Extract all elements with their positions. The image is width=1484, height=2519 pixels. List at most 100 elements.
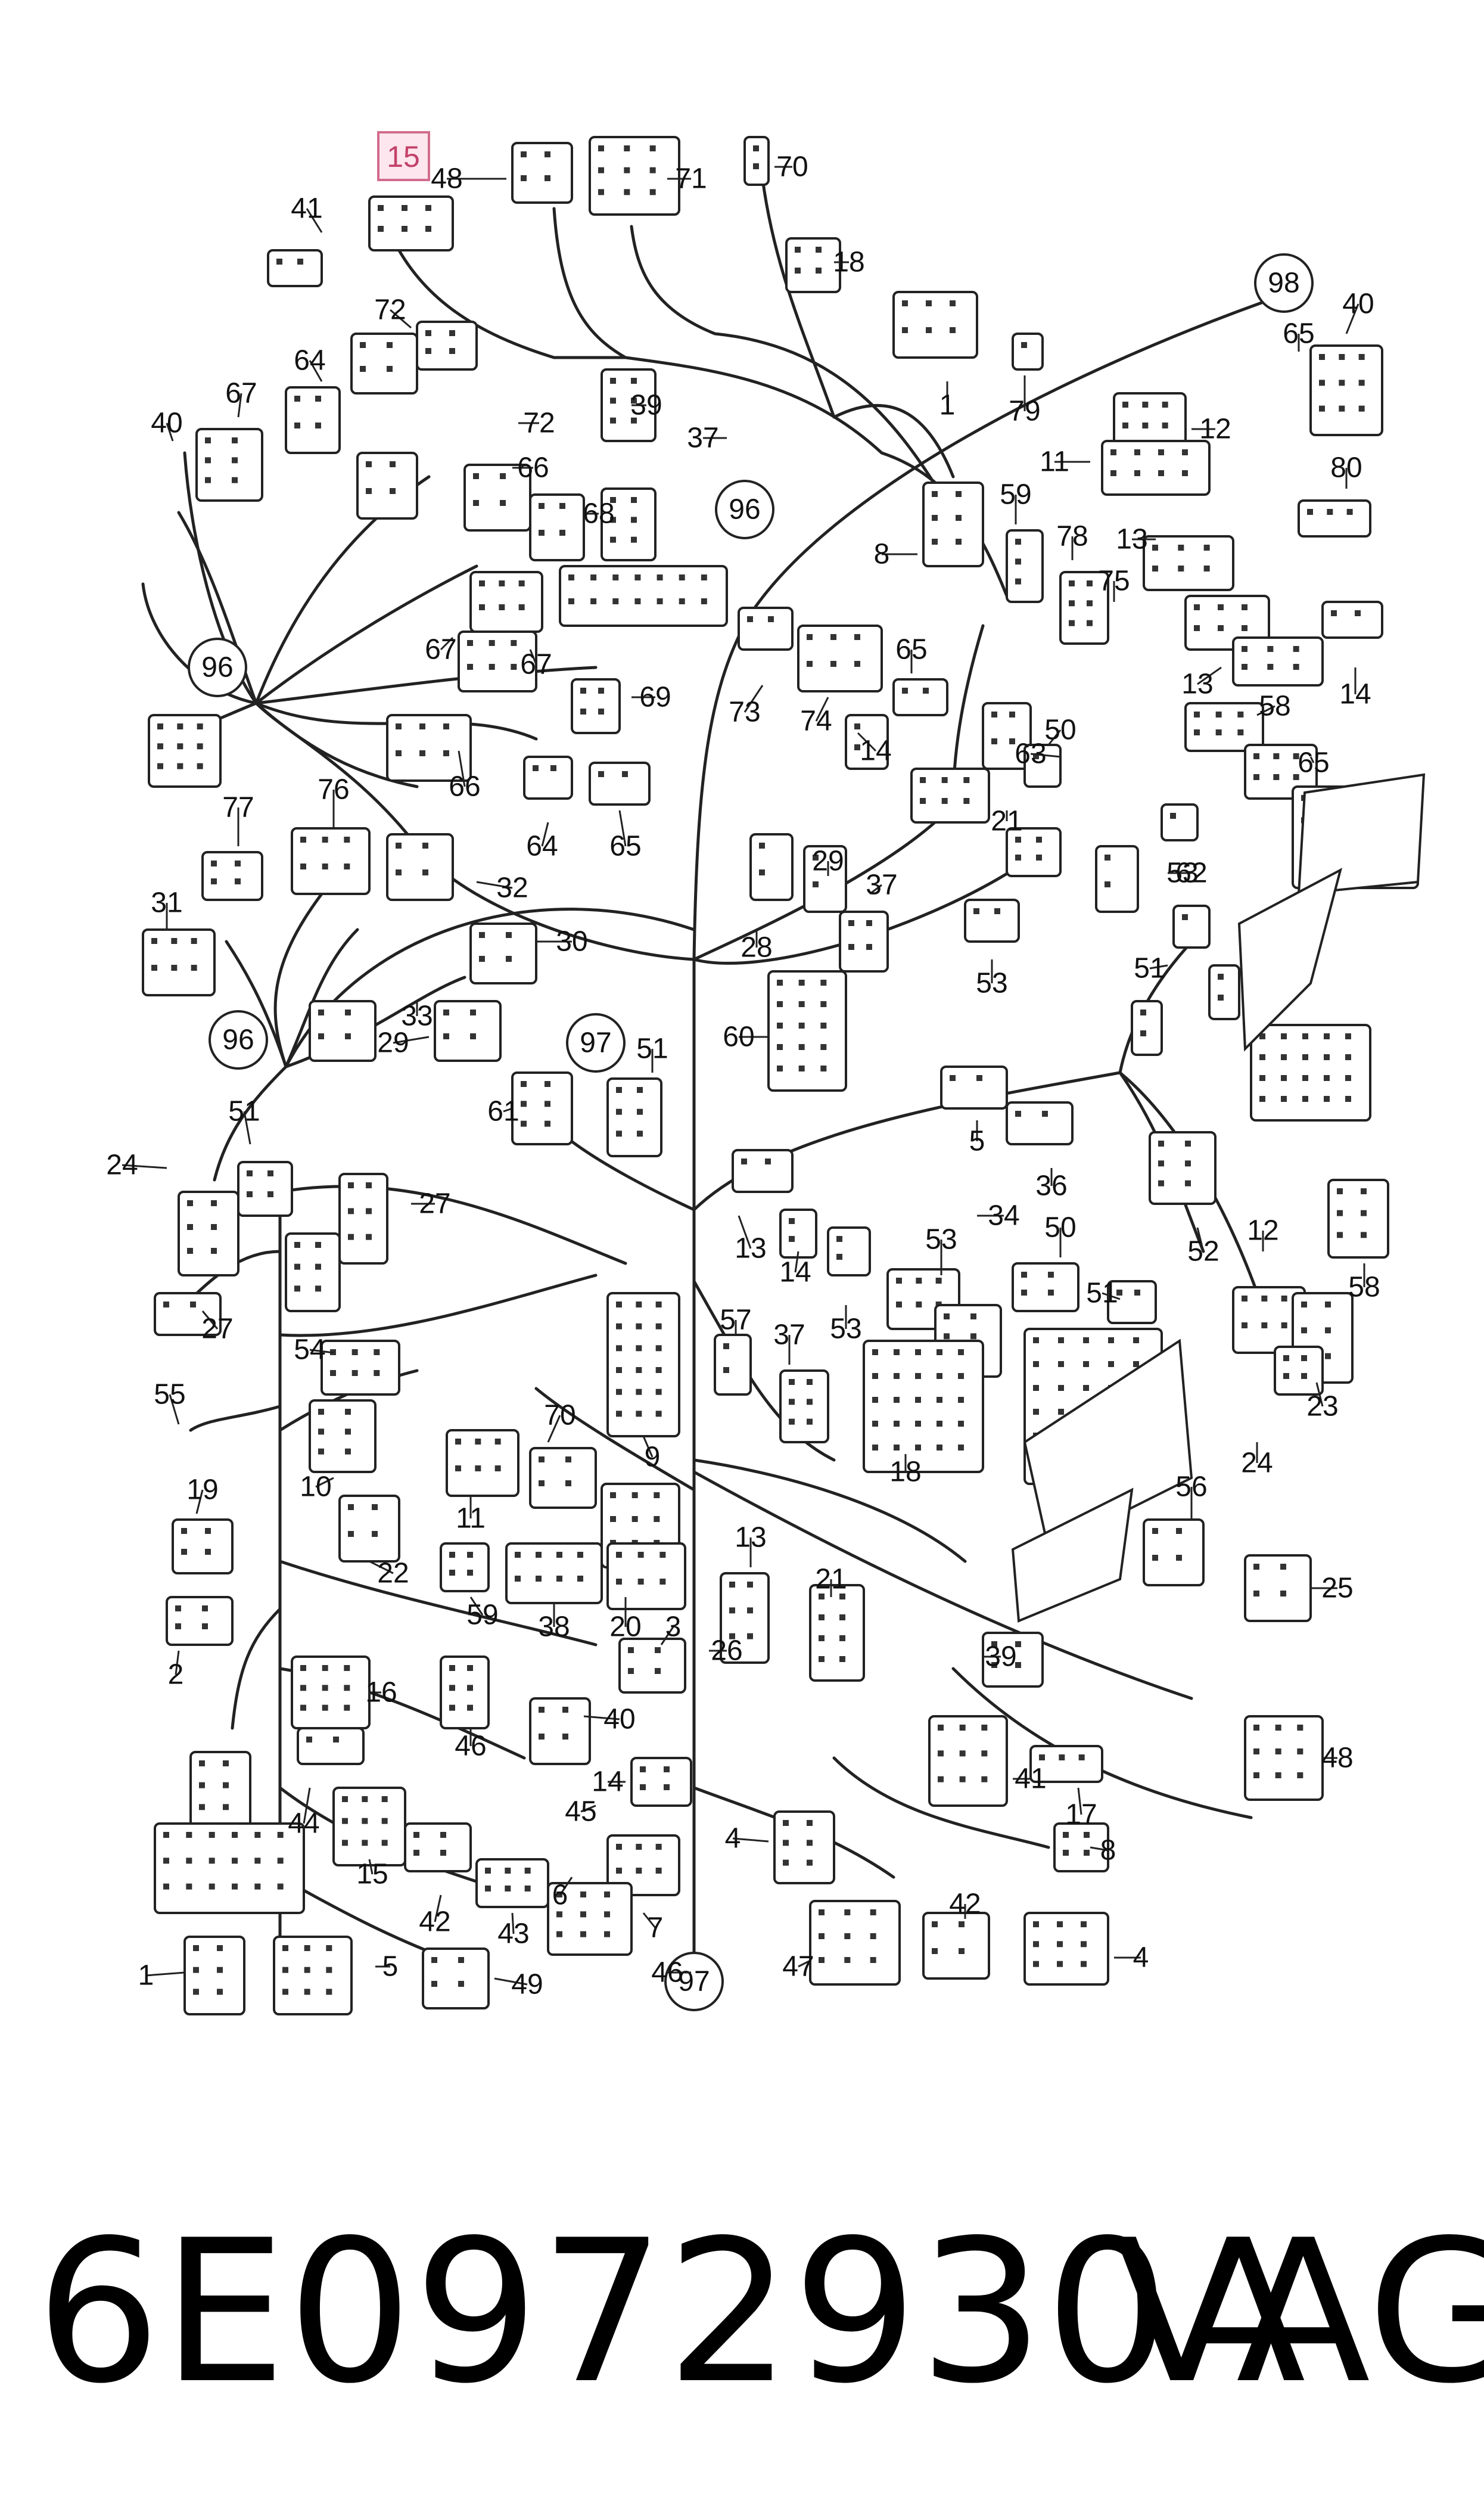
leader-line [309, 1349, 334, 1354]
part-callout-number: 67 [520, 649, 552, 681]
leader-line [1149, 964, 1168, 970]
part-callout-number: 5 [969, 1126, 985, 1157]
connector [1006, 1101, 1074, 1145]
connector [863, 1340, 984, 1473]
connector [732, 1149, 794, 1193]
connector [1327, 1179, 1389, 1259]
connector [827, 1226, 871, 1276]
harness-wire [141, 582, 258, 705]
connector [195, 428, 263, 502]
part-callout-number: 74 [800, 706, 832, 737]
part-callout-number: 13 [1181, 669, 1213, 700]
leader-line [122, 1164, 167, 1169]
connector [892, 678, 948, 716]
part-callout-number: 75 [1098, 566, 1130, 597]
harness-wire [284, 928, 359, 1069]
connector [601, 487, 657, 561]
circled-ref-marker: 96 [209, 1010, 268, 1070]
connector [1113, 392, 1187, 448]
part-callout-number: 8 [1100, 1835, 1116, 1866]
connector [1274, 1346, 1324, 1396]
part-callout-number: 13 [735, 1522, 766, 1554]
connector [630, 1757, 692, 1807]
connector [606, 1292, 680, 1437]
part-callout-number: 11 [456, 1503, 486, 1535]
connector [1029, 1745, 1103, 1783]
part-callout-number: 65 [1283, 318, 1314, 350]
part-callout-number: 64 [526, 831, 558, 862]
harness-wire [630, 225, 943, 496]
harness-wire [273, 892, 323, 1069]
part-callout-number: 6 [552, 1880, 568, 1911]
part-callout-number: 1 [138, 1960, 154, 1992]
harness-wire [189, 1405, 282, 1432]
harness-wire [213, 1065, 288, 1182]
connector [964, 899, 1020, 943]
control-module [1297, 773, 1426, 896]
part-callout-number: 58 [1348, 1272, 1380, 1303]
connector [1184, 702, 1264, 752]
leader-line [201, 1310, 219, 1330]
harness-wire [177, 511, 258, 705]
part-callout-number: 70 [776, 151, 808, 183]
part-callout-number: 47 [782, 1951, 814, 1983]
part-callout-number: 56 [1175, 1471, 1207, 1503]
connector [189, 1751, 251, 1831]
circled-ref-marker: 96 [715, 480, 774, 539]
part-callout-number: 67 [425, 634, 456, 666]
part-callout-number: 16 [365, 1677, 397, 1709]
leader-line [1047, 729, 1062, 746]
circled-ref-number: 96 [729, 494, 760, 526]
connector [1006, 827, 1062, 877]
part-callout-number: 14 [592, 1766, 623, 1798]
leader-line [368, 1859, 374, 1875]
part-callout-number: 46 [455, 1731, 486, 1762]
connector [446, 1429, 519, 1497]
circled-ref-number: 96 [222, 1024, 254, 1056]
harness-wire [692, 1470, 1193, 1700]
connector [1172, 905, 1211, 949]
part-callout-number: 9 [645, 1442, 661, 1473]
circled-ref-marker: 98 [1254, 253, 1314, 313]
leader-line [794, 1251, 799, 1273]
part-callout-number: 53 [830, 1313, 861, 1345]
part-number: 6E0972930A [36, 2198, 1307, 2427]
connector [928, 1715, 1008, 1807]
connector [154, 1822, 305, 1914]
leader-line [1256, 705, 1275, 716]
leader-line [857, 732, 877, 752]
connector [440, 1542, 490, 1592]
control-module [1023, 1338, 1193, 1551]
part-callout-number: 53 [976, 968, 1007, 999]
leader-line [529, 649, 537, 665]
part-callout-number: 37 [866, 869, 897, 901]
leader-line [469, 1596, 484, 1616]
leader-line [1196, 1227, 1205, 1252]
connector [285, 386, 341, 454]
part-callout-number: 36 [1035, 1170, 1067, 1202]
part-callout-number: 62 [1175, 858, 1207, 889]
part-callout-number: 42 [419, 1906, 450, 1938]
connector [505, 1542, 603, 1604]
connector [922, 482, 984, 567]
connector [404, 1822, 472, 1872]
leader-line [541, 822, 549, 847]
leader-line [743, 685, 764, 713]
connector [1244, 744, 1318, 800]
connector [1143, 1518, 1205, 1586]
part-callout-number: 72 [374, 294, 406, 326]
leader-line [503, 1107, 513, 1113]
part-callout-number: 71 [675, 163, 707, 195]
leader-line [166, 423, 174, 442]
part-callout-number: 66 [517, 452, 549, 484]
connector [1298, 499, 1371, 538]
leader-line [1345, 303, 1359, 334]
leader-line [738, 1215, 752, 1249]
connector [714, 1334, 752, 1396]
part-callout-number: 68 [583, 498, 614, 530]
leader-line [559, 1877, 573, 1896]
connector [529, 1697, 591, 1765]
